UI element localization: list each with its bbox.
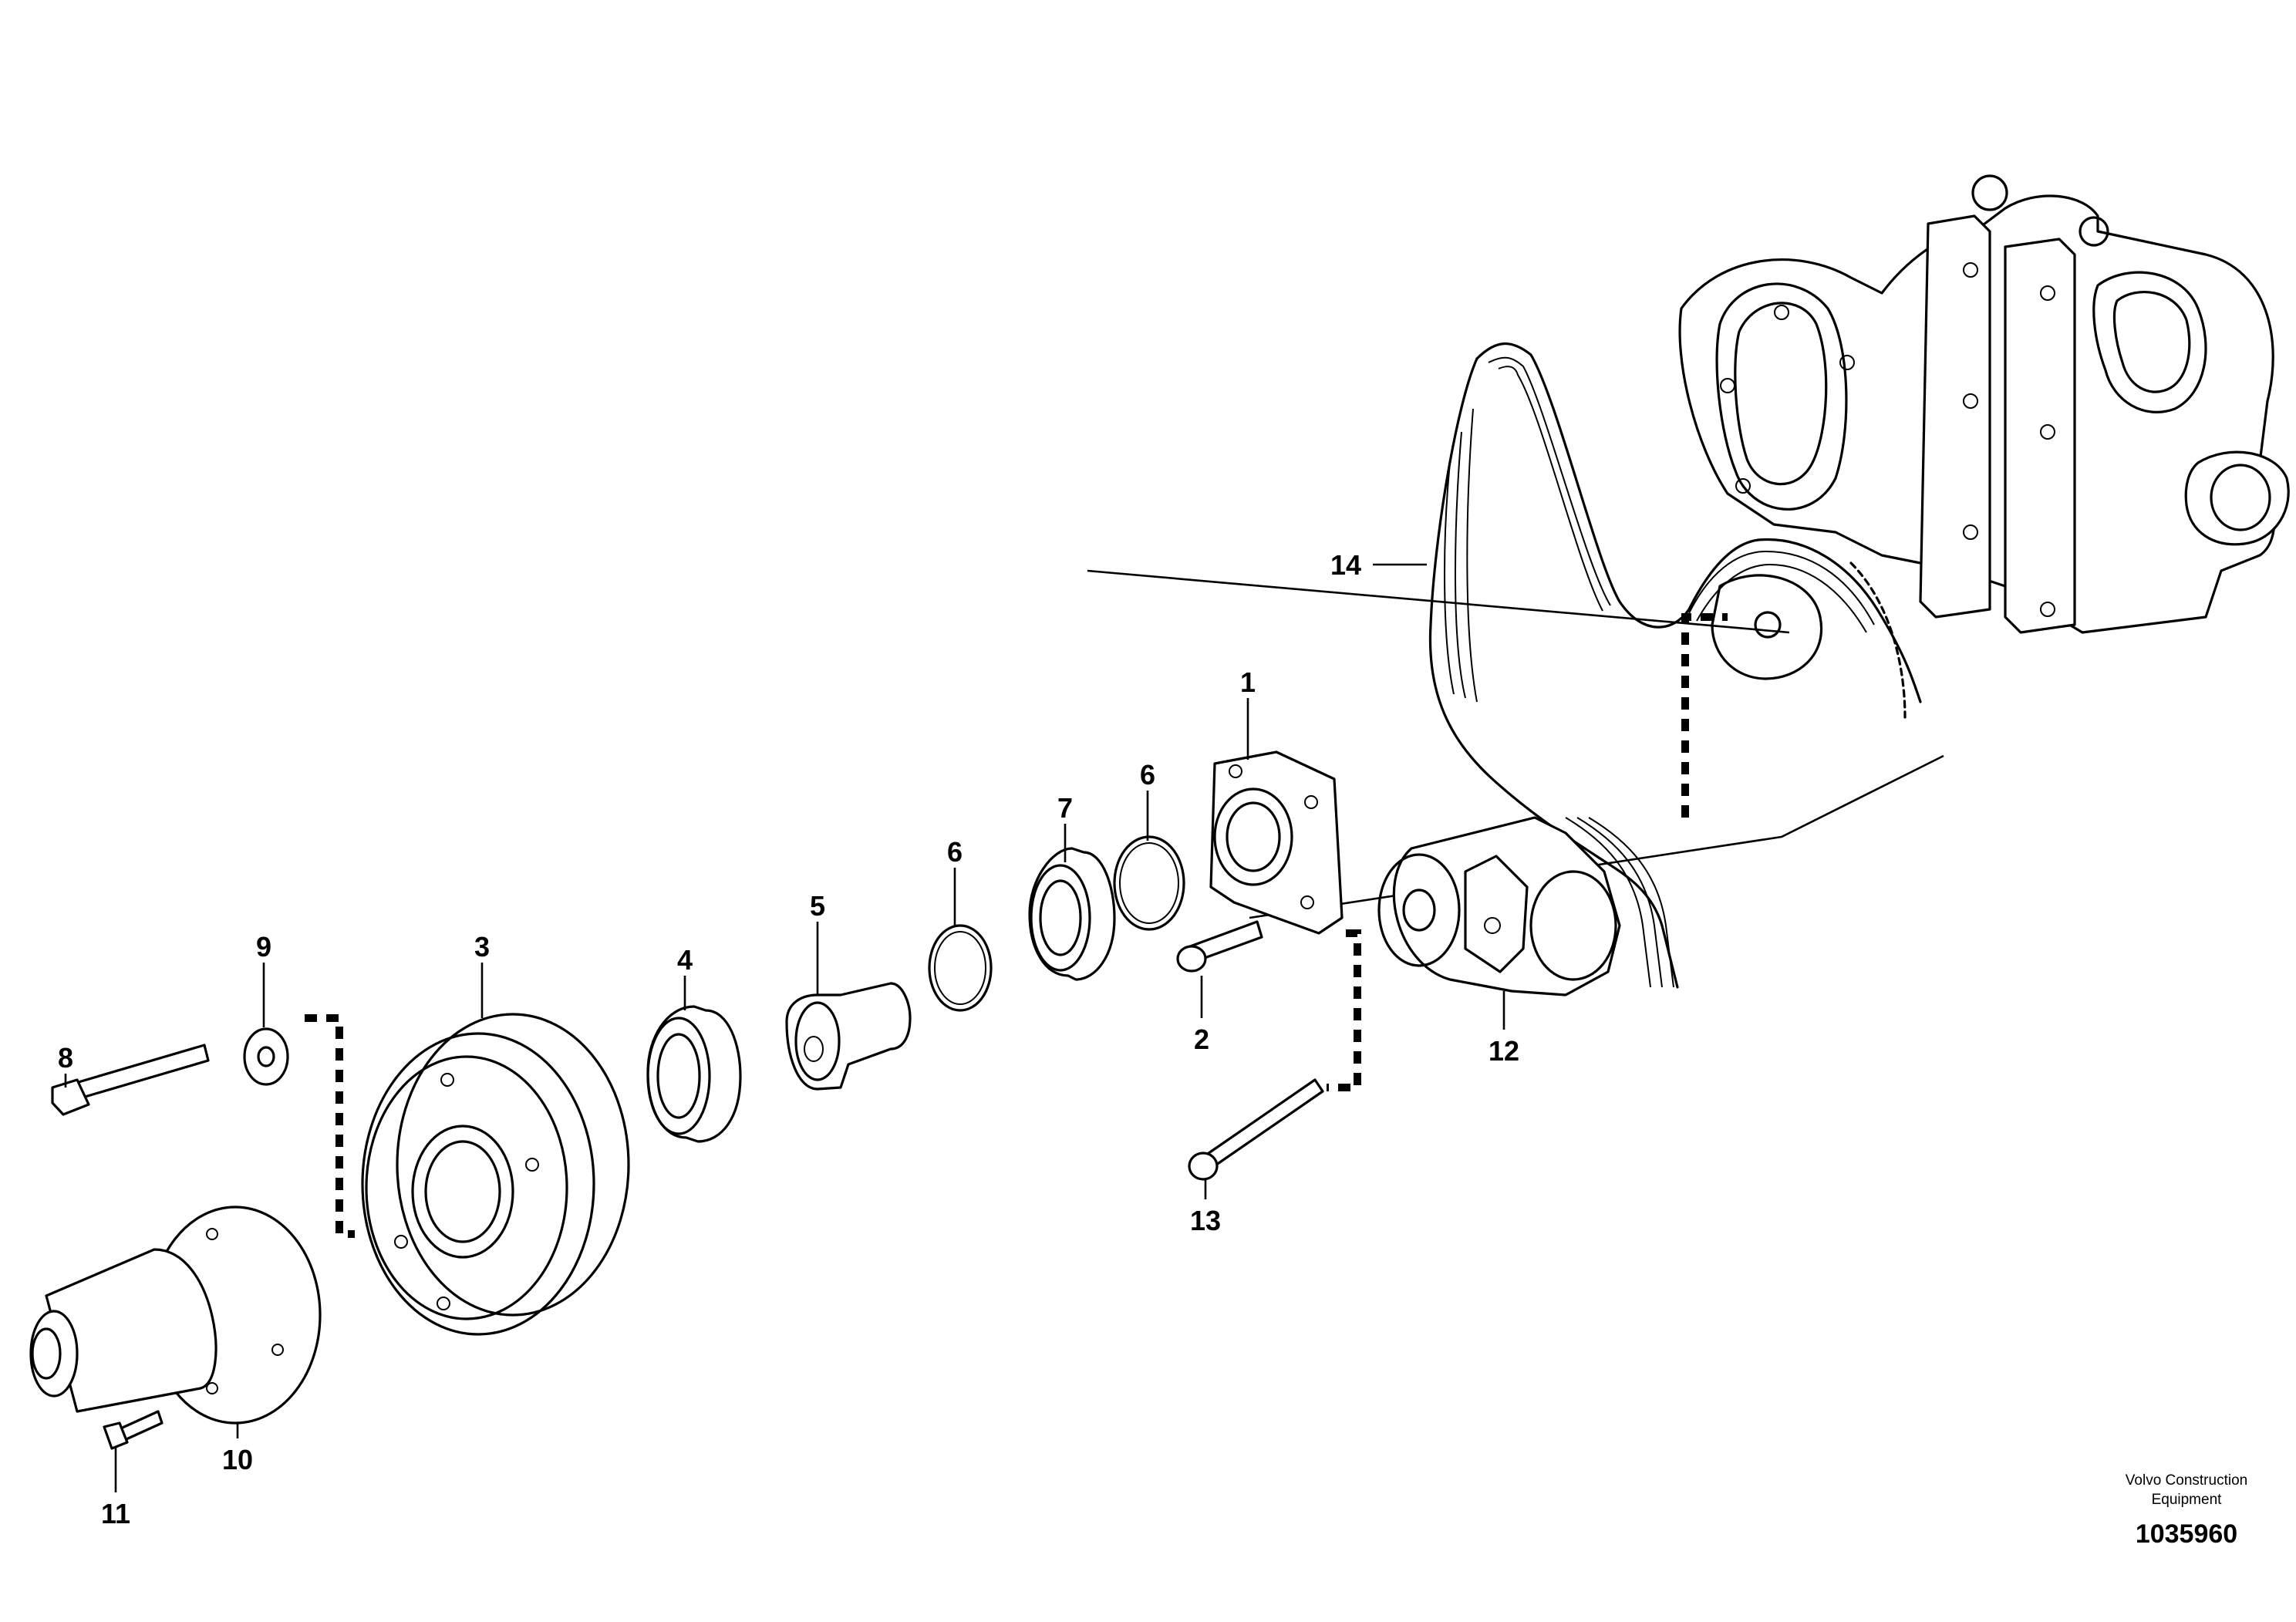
publisher-line-2: Equipment — [2152, 1492, 2223, 1508]
part-8-bolt — [51, 1044, 210, 1116]
part-6-circlip-upper — [1113, 835, 1185, 931]
document-number: 1035960 — [2136, 1519, 2237, 1549]
part-7-bearing — [1028, 847, 1116, 981]
publisher-line-1: Volvo Construction — [2126, 1472, 2247, 1489]
callout-6b: 6 — [1140, 759, 1155, 791]
callout-10: 10 — [222, 1444, 253, 1475]
callout-7: 7 — [1057, 792, 1073, 824]
poly-v-belt — [1428, 342, 1922, 989]
part-6-circlip-lower — [928, 924, 993, 1012]
callout-6a: 6 — [947, 836, 963, 868]
part-11-bolt — [103, 1410, 164, 1450]
part-3-pulley — [361, 1013, 630, 1336]
callout-9: 9 — [256, 931, 271, 963]
callout-14: 14 — [1330, 549, 1361, 581]
callout-12: 12 — [1489, 1035, 1519, 1067]
part-5-sleeve — [785, 982, 912, 1091]
part-10-hub — [29, 1206, 322, 1425]
part-1-flange-housing — [1209, 750, 1344, 935]
part-4-bearing — [646, 1005, 742, 1143]
callout-4: 4 — [677, 944, 693, 976]
callout-8: 8 — [58, 1042, 73, 1074]
part-2-bolt — [1176, 920, 1263, 973]
callout-13: 13 — [1190, 1205, 1221, 1236]
part-12-belt-tensioner — [1377, 816, 1621, 996]
callout-labels: 1 2 3 4 5 6 6 7 8 9 10 11 12 13 14 — [58, 549, 1519, 1529]
callout-5: 5 — [810, 890, 825, 922]
publisher-footer: Volvo Construction Equipment 1035960 — [2126, 1472, 2247, 1549]
callout-2: 2 — [1194, 1023, 1209, 1055]
part-9-washer — [243, 1027, 289, 1086]
part-13-bolt — [1188, 1078, 1324, 1181]
engine-housing — [1678, 174, 2290, 680]
callout-leaders — [64, 563, 1505, 1492]
callout-11: 11 — [101, 1498, 130, 1529]
callout-1: 1 — [1240, 666, 1256, 698]
callout-3: 3 — [474, 931, 490, 963]
